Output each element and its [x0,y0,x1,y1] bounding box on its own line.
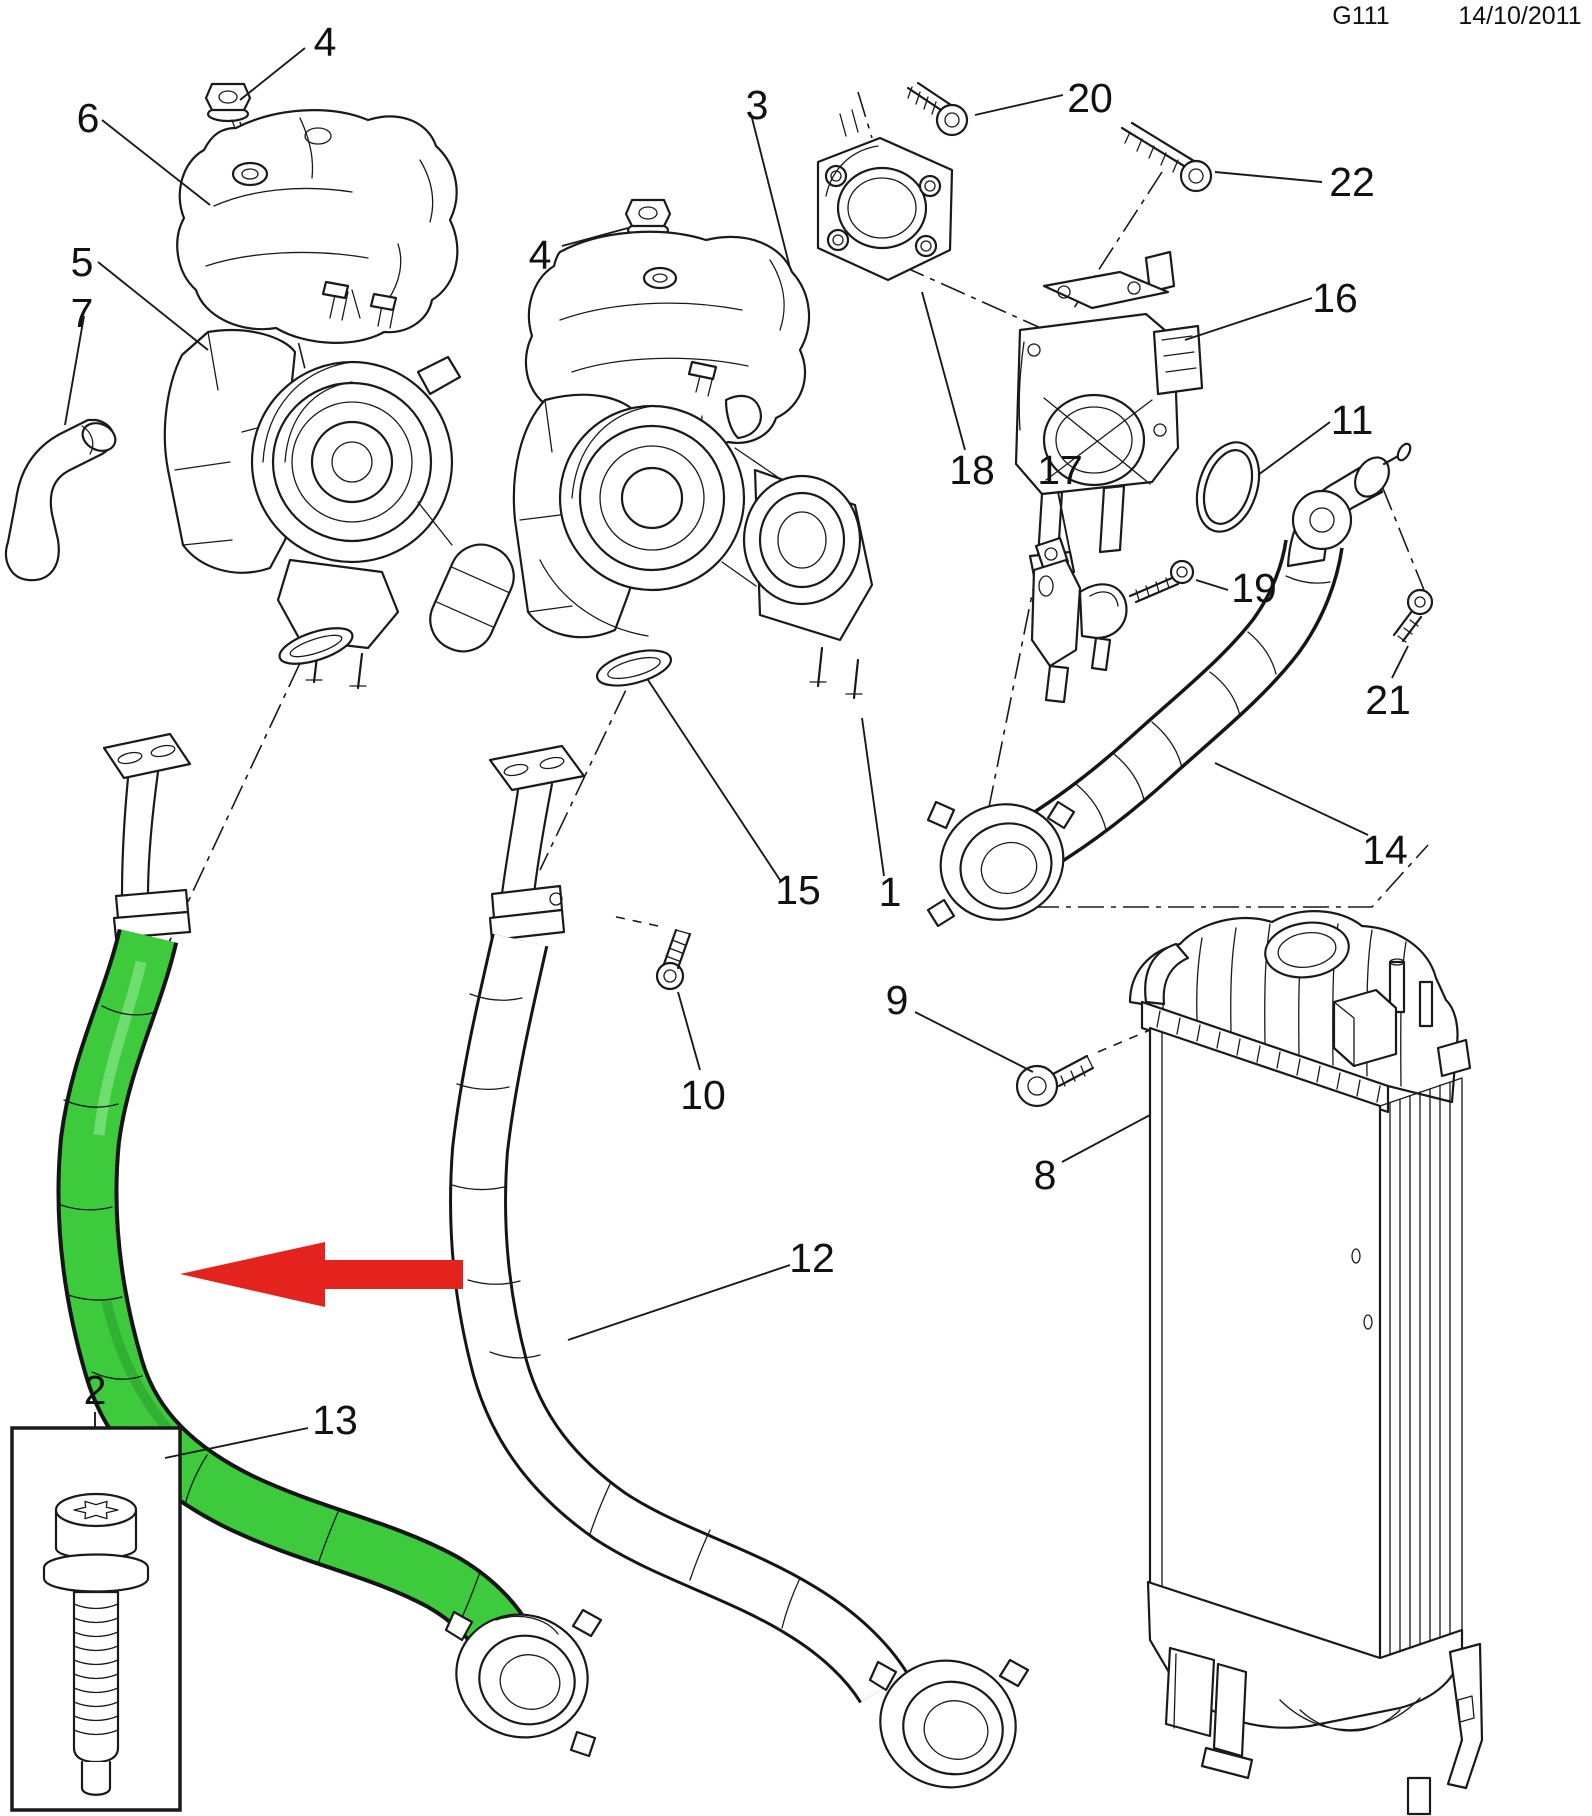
callout-13: 13 [312,1397,358,1443]
charge-air-hose-14 [926,442,1412,928]
screw-10 [611,915,692,991]
bolt-20 [906,81,969,137]
screw-9 [1015,1029,1151,1108]
header: G111 14/10/2011 [1332,2,1581,30]
callout-20: 20 [1067,75,1113,121]
gasket-left [278,627,354,665]
callout-21: 21 [1365,677,1411,723]
intercooler-8 [1128,910,1484,1816]
callout-2: 2 [84,1367,107,1413]
callout-14: 14 [1362,827,1408,873]
leader-lines [64,47,1409,1459]
charge-air-pipe-12 [449,744,1030,1789]
gasket-15 [595,649,673,687]
drawing-date: 14/10/2011 [1458,2,1581,30]
drawing-code: G111 [1332,2,1389,30]
pointer-arrow [180,1242,463,1307]
pipe-to-hose-13 [102,732,192,940]
callout-18: 18 [949,447,995,493]
callout-19: 19 [1231,565,1277,611]
callout-7: 7 [71,290,94,336]
callout-22: 22 [1329,159,1375,205]
callout-9: 9 [886,977,909,1023]
callout-3: 3 [746,82,769,128]
turbo-outlet-flange-18 [816,109,954,282]
callout-16: 16 [1312,275,1358,321]
heat-shield-left [176,109,459,344]
callout-17: 17 [1037,447,1083,493]
o-ring-11 [1195,441,1261,533]
turbocharger-left [163,280,515,690]
callout-11: 11 [1331,397,1374,443]
throttle-body-16 [1014,250,1204,578]
callout-6: 6 [77,95,100,141]
callout-labels: 4 6 5 7 3 4 20 22 16 11 18 17 19 21 14 1… [71,19,1411,1443]
fixing-bolt-2-box [10,1426,182,1812]
bolt-21 [1392,588,1434,643]
hose-13-connector [444,1608,603,1758]
bolt-22 [1120,121,1213,193]
callout-4-left: 4 [314,19,337,65]
callout-12: 12 [789,1235,835,1281]
callout-4-mid: 4 [529,232,552,278]
nut-heat-shield-left [204,82,252,171]
breather-hose-7 [4,418,117,582]
callout-15: 15 [775,867,821,913]
callout-10: 10 [680,1072,726,1118]
callout-8: 8 [1034,1152,1057,1198]
turbocharger-middle [512,360,874,700]
callout-1: 1 [879,869,902,915]
callout-5: 5 [71,239,94,285]
stud-bolt-19 [1128,559,1195,604]
bracket-17 [1030,536,1128,704]
